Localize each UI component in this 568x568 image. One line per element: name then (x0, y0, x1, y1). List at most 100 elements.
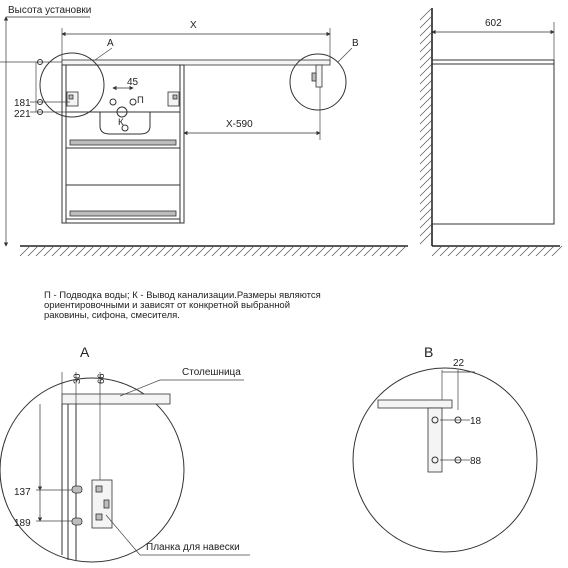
hatch-stroke (67, 245, 79, 257)
hatch-stroke (447, 245, 459, 257)
hatch-stroke (419, 199, 433, 213)
bracket-left-hole (68, 94, 74, 100)
hatch-stroke (179, 245, 191, 257)
bracket-slot-mid (103, 499, 110, 509)
hatch-stroke (275, 245, 287, 257)
hatch-stroke (419, 159, 433, 173)
hatch-stroke (147, 245, 159, 257)
hatch-stroke (291, 245, 303, 257)
hatch-stroke (387, 245, 399, 257)
hatch-stroke (551, 245, 563, 257)
hatch-stroke (455, 245, 467, 257)
hatch-stroke (419, 103, 433, 117)
hanging-bracket-label: Планка для навески (146, 542, 240, 553)
hatch-stroke (419, 79, 433, 93)
hatch-stroke (419, 143, 433, 157)
bracket-screw-bottom (71, 517, 83, 526)
hatch-stroke (463, 245, 475, 257)
hatch-stroke (419, 191, 433, 205)
hatch-stroke (131, 245, 143, 257)
dim-66-label: 66 (96, 373, 107, 384)
countertop-leader (119, 379, 161, 397)
hatch-stroke (419, 167, 433, 181)
callout-a-leader (94, 47, 113, 61)
hatch-stroke (419, 23, 433, 37)
hatch-stroke (419, 223, 433, 237)
mark-k: К (118, 117, 124, 128)
detail-b-countertop (377, 399, 453, 409)
hatch-stroke (59, 245, 71, 257)
detail-b-bracket (427, 407, 443, 473)
hatch-stroke (115, 245, 127, 257)
hatch-stroke (155, 245, 167, 257)
floor-hatching (19, 245, 407, 257)
hatch-stroke (267, 245, 279, 257)
dim-88-label: 88 (470, 456, 482, 467)
dim-22-label: 22 (453, 358, 465, 369)
detail-a-title: A (80, 344, 90, 360)
hatch-stroke (107, 245, 119, 257)
note-line-1: П - Подводка воды; К - Вывод канализации… (44, 290, 321, 301)
hatch-stroke (419, 87, 433, 101)
hatch-stroke (439, 245, 451, 257)
hatch-stroke (259, 245, 271, 257)
bracket-right-hole (172, 94, 178, 100)
hatch-stroke (419, 119, 433, 133)
dim-221-label: 221 (14, 109, 31, 120)
hatch-stroke (187, 245, 199, 257)
callout-b-circle (289, 53, 347, 111)
mark-p: П (137, 95, 144, 106)
upper-drawer-rail (69, 139, 177, 146)
hatch-stroke (315, 245, 327, 257)
wall-hatching (419, 7, 433, 245)
hatch-stroke (139, 245, 151, 257)
hatch-stroke (495, 245, 507, 257)
hatch-stroke (419, 231, 433, 245)
hatch-stroke (251, 245, 263, 257)
hatch-stroke (535, 245, 547, 257)
hatch-stroke (503, 245, 515, 257)
sink-cutout (99, 112, 151, 135)
hatch-stroke (347, 245, 359, 257)
hatch-stroke (75, 245, 87, 257)
hatch-stroke (419, 127, 433, 141)
detail-b-hole-1 (431, 416, 439, 424)
side-cabinet (431, 59, 555, 225)
lower-drawer (65, 184, 181, 220)
hatch-stroke (43, 245, 55, 257)
hatch-stroke (51, 245, 63, 257)
dim-602-label: 602 (485, 18, 502, 29)
hatch-stroke (19, 245, 31, 257)
note-line-2: ориентировочными и зависят от конкретной… (44, 300, 290, 311)
callout-b-label: B (352, 38, 359, 49)
detail-a-circle (0, 377, 185, 563)
hatch-stroke (419, 151, 433, 165)
detail-b-circle (352, 367, 538, 553)
water-inlet-left (109, 98, 117, 106)
side-view: 602 (419, 7, 563, 257)
hatch-stroke (163, 245, 175, 257)
detail-b-hole-2 (431, 456, 439, 464)
hatch-stroke (203, 245, 215, 257)
bracket-leader (105, 514, 141, 556)
countertop-front (61, 59, 331, 66)
hatch-stroke (91, 245, 103, 257)
detail-a-countertop (61, 393, 171, 405)
hatch-stroke (419, 111, 433, 125)
detail-a: A Столешница 30 66 137 189 Планка дл (0, 344, 250, 563)
drain-hole (121, 124, 129, 132)
dim-origin-mark (37, 59, 43, 65)
hatch-stroke (487, 245, 499, 257)
hatch-stroke (355, 245, 367, 257)
hatch-stroke (419, 135, 433, 149)
hatch-stroke (171, 245, 183, 257)
bracket-slot-bottom (95, 513, 103, 521)
countertop-bracket (315, 64, 323, 88)
hatch-stroke (371, 245, 383, 257)
bracket-slot-top (95, 485, 103, 493)
callout-a-circle (39, 52, 105, 118)
hatch-stroke (395, 245, 407, 257)
hatch-stroke (527, 245, 539, 257)
